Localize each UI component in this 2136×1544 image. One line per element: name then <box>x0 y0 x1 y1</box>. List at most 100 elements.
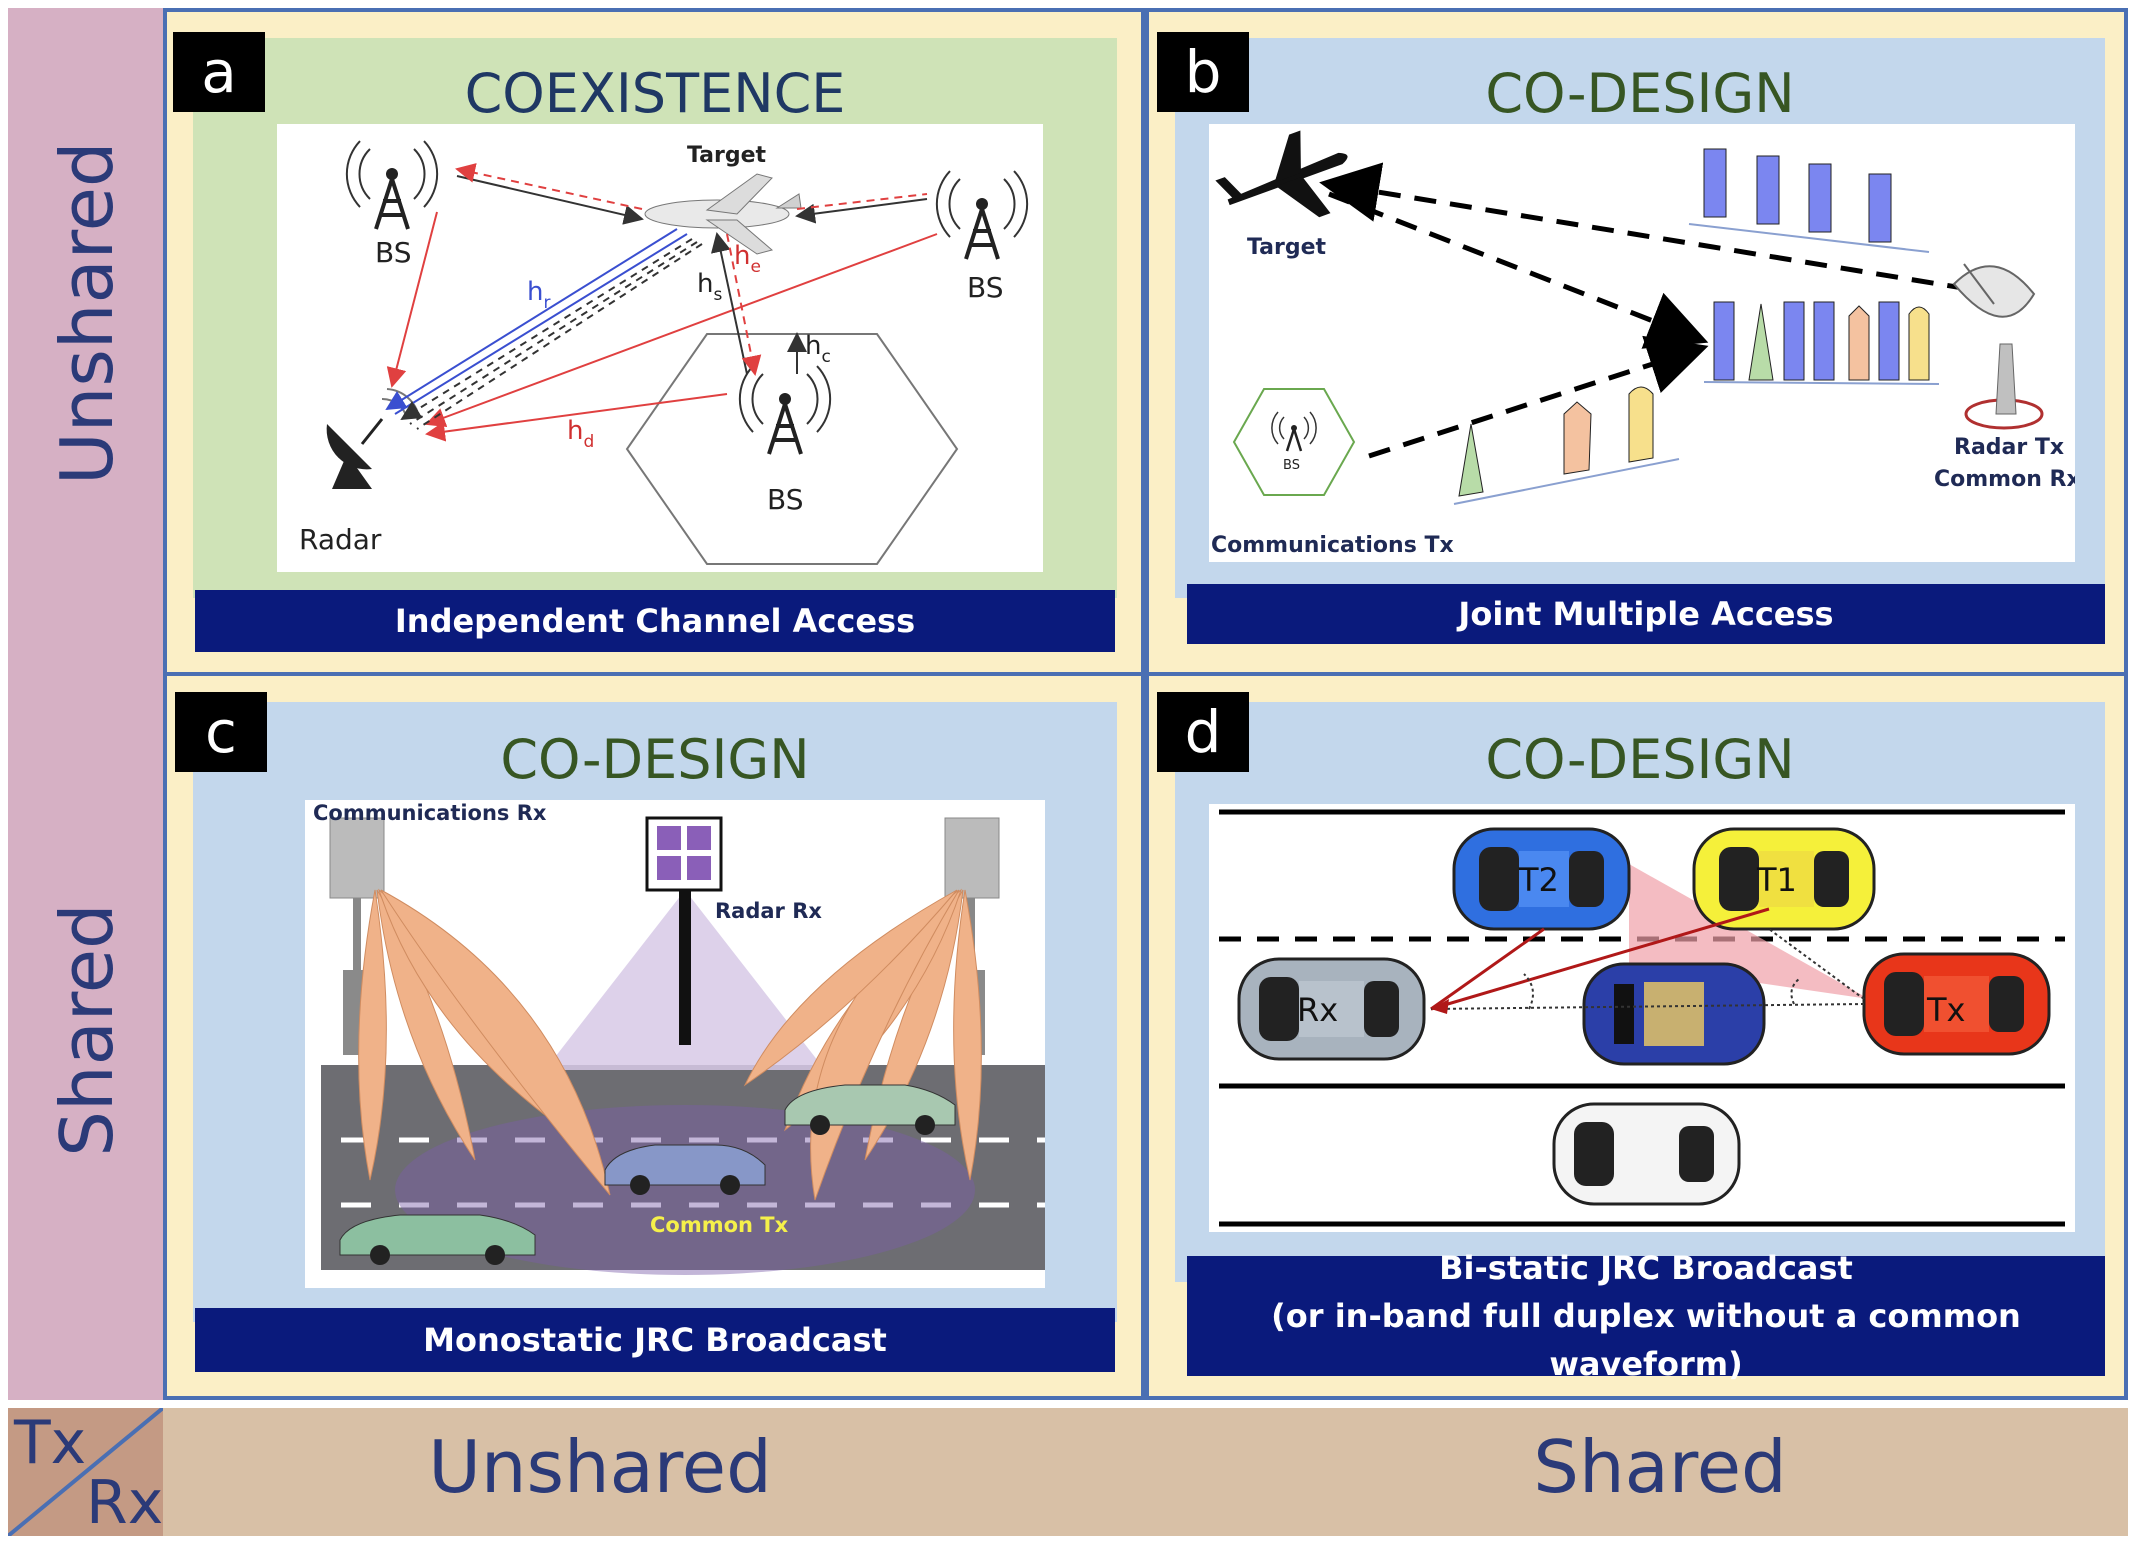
quadrant-c-figure: Communications Rx Radar Rx Common Tx <box>305 800 1045 1288</box>
column-label-unshared: Unshared <box>428 1425 772 1509</box>
comm-bs-label: BS <box>1283 458 1300 473</box>
car-rx-icon <box>1237 957 1426 1061</box>
quadrant-c-letter: c <box>175 692 267 772</box>
radar-rx-label: Radar Rx <box>715 899 822 923</box>
car-t2-icon <box>1452 827 1631 931</box>
radar-dish-icon <box>1952 263 2044 430</box>
common-tx-label: Common Tx <box>650 1213 789 1237</box>
angle-arc-rx <box>1523 973 1534 1010</box>
target-to-radar-dashed-3 <box>416 243 703 430</box>
joint-multiple-access-diagram: Target <box>1211 130 2081 558</box>
hr-label: hr <box>527 277 550 313</box>
bs-tower-icon-3 <box>738 365 832 455</box>
comm-tx-label: Communications Tx <box>1211 533 1454 558</box>
bs-label-1: BS <box>375 236 412 269</box>
bs-tower-icon-1 <box>345 140 439 230</box>
comm-to-rx-dashed <box>1368 335 1709 459</box>
bs-label-3: BS <box>767 483 804 516</box>
tx-to-rx-dotted <box>1430 1003 1865 1010</box>
bs2-to-radar-line <box>425 233 938 428</box>
comm-spectrum <box>1458 386 1654 497</box>
row-axis-band <box>8 8 163 1400</box>
radar-spectrum-axis <box>1688 223 1930 253</box>
target-to-radar-blue-2 <box>394 233 688 415</box>
radar-tx-label: Radar Tx <box>1954 435 2064 460</box>
t1-to-rx-line <box>1430 907 1770 1011</box>
target-to-radar-dashed-2 <box>409 241 698 425</box>
quadrant-c: c CO-DESIGN <box>163 672 1145 1400</box>
radar-label: Radar <box>299 523 382 556</box>
car-icon-2 <box>339 1214 536 1265</box>
coexistence-diagram: BS BS BS Target <box>299 140 1029 565</box>
bs2-to-target-line <box>795 198 928 224</box>
target-airplane-icon <box>1215 130 1348 218</box>
quadrant-b-title: CO-DESIGN <box>1485 62 1795 125</box>
t2-to-rx-line <box>1430 927 1545 1011</box>
quadrant-b-figure: Target <box>1209 124 2081 562</box>
target-to-rx-dashed <box>1328 191 1709 349</box>
quadrant-c-caption: Monostatic JRC Broadcast <box>195 1308 1115 1372</box>
row-label-shared: Shared <box>45 903 129 1157</box>
quadrant-a: a COEXISTENCE BS BS <box>163 8 1145 678</box>
car-white-icon <box>1552 1102 1741 1206</box>
bs3-to-radar-line <box>425 393 728 442</box>
target-to-bs1-dashed <box>455 163 643 210</box>
target-label: Target <box>1247 235 1327 260</box>
car-convertible-icon <box>1582 962 1766 1066</box>
column-axis-band <box>163 1408 2128 1536</box>
hs-label: hs <box>697 269 722 305</box>
target-plane-icon <box>644 173 802 255</box>
bs1-to-radar-line <box>386 211 438 388</box>
radar-to-target-dashed <box>1319 162 1970 292</box>
lane-markings <box>341 1137 1045 1208</box>
column-label-shared: Shared <box>1533 1425 1787 1509</box>
car-rx-label: Rx <box>1297 991 1338 1029</box>
car-t1-label: T1 <box>1756 861 1797 899</box>
bs3-to-target-line <box>710 232 748 375</box>
quadrant-b: b CO-DESIGN Target <box>1145 8 2128 678</box>
hd-label: hd <box>567 416 594 452</box>
car-t2-label: T2 <box>1518 861 1559 899</box>
common-rx-label: Common Rx <box>1934 467 2075 492</box>
quadrant-a-letter: a <box>173 32 265 112</box>
monostatic-broadcast-diagram: Communications Rx Radar Rx Common Tx <box>313 801 1045 1275</box>
comm-spectrum-axis <box>1453 458 1680 505</box>
quadrant-d-letter: d <box>1157 692 1249 772</box>
quadrant-d-figure: T2 T1 Rx <box>1209 804 2075 1232</box>
angle-arc-tx <box>1790 978 1800 1005</box>
corner-rx-label: Rx <box>86 1468 164 1538</box>
quadrant-d: d CO-DESIGN T2 T1 <box>1145 672 2128 1400</box>
car-tx-label: Tx <box>1926 991 1965 1029</box>
bs-label-2: BS <box>967 271 1004 304</box>
comm-beams-left <box>358 888 611 1196</box>
combined-spectrum <box>1713 301 1930 381</box>
car-tx-icon <box>1862 952 2051 1056</box>
quadrant-d-caption-line1: Bi-static JRC Broadcast <box>1439 1249 1853 1287</box>
rx-arrowhead <box>1431 999 1449 1014</box>
quadrant-d-title: CO-DESIGN <box>1485 728 1795 791</box>
comm-bs-hexagon <box>1232 388 1356 496</box>
car-icon-3 <box>784 1084 956 1135</box>
tx-to-t1-dotted <box>1768 928 1865 1000</box>
hc-label: hc <box>805 331 831 367</box>
radar-dish-icon <box>326 388 420 489</box>
target-label: Target <box>687 143 767 168</box>
comm-rx-tower-left <box>329 817 385 1055</box>
quadrant-d-caption-line2: (or in-band full duplex without a common… <box>1271 1297 2021 1383</box>
target-to-radar-blue <box>385 228 678 411</box>
corner-tx-label: Tx <box>14 1408 87 1478</box>
car-icon-1 <box>604 1144 766 1195</box>
quadrant-c-title: CO-DESIGN <box>500 728 810 791</box>
target-to-bs2-dashed <box>796 193 928 210</box>
quadrant-b-caption: Joint Multiple Access <box>1187 584 2105 644</box>
radar-pole <box>679 890 691 1045</box>
comm-bs-tower-icon <box>1271 411 1317 452</box>
target-to-radar-dashed-1 <box>400 238 693 421</box>
bs1-to-target-line <box>456 175 644 225</box>
quadrant-a-caption: Independent Channel Access <box>195 590 1115 652</box>
row-label-unshared: Unshared <box>45 141 129 485</box>
quadrant-b-letter: b <box>1157 32 1249 112</box>
combined-spectrum-axis <box>1703 381 1940 385</box>
target-to-bs3-dashed <box>726 233 762 376</box>
bistatic-broadcast-diagram: T2 T1 Rx <box>1219 809 2065 1227</box>
